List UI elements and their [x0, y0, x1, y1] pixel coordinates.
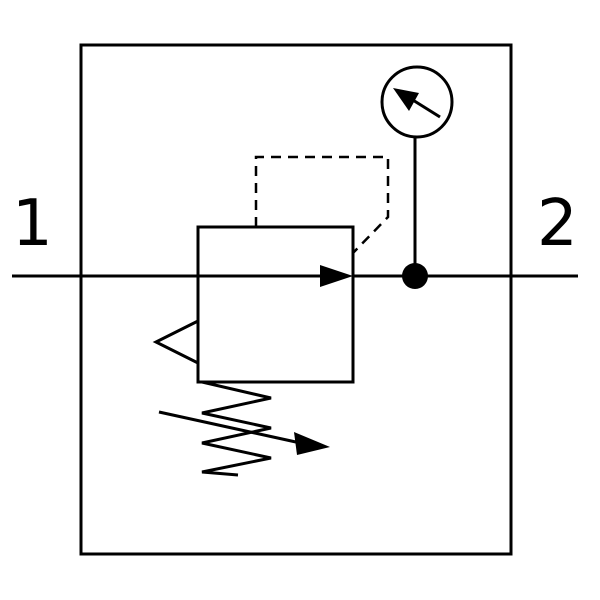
pilot-line — [254, 155, 390, 254]
enclosure-frame — [79, 43, 513, 556]
outlet-port-label: 2 — [537, 187, 578, 261]
flow-arrow-icon — [320, 265, 353, 287]
vent-triangle-icon — [152, 319, 199, 365]
valve-body — [196, 225, 355, 384]
junction-dot — [402, 263, 428, 289]
gauge-needle-tip-icon — [393, 88, 419, 111]
adjustable-spring-icon — [201, 380, 272, 477]
adjustment-arrow-head-icon — [294, 432, 330, 455]
inlet-port-label: 1 — [12, 187, 53, 261]
adjustment-arrow-line — [158, 410, 306, 446]
